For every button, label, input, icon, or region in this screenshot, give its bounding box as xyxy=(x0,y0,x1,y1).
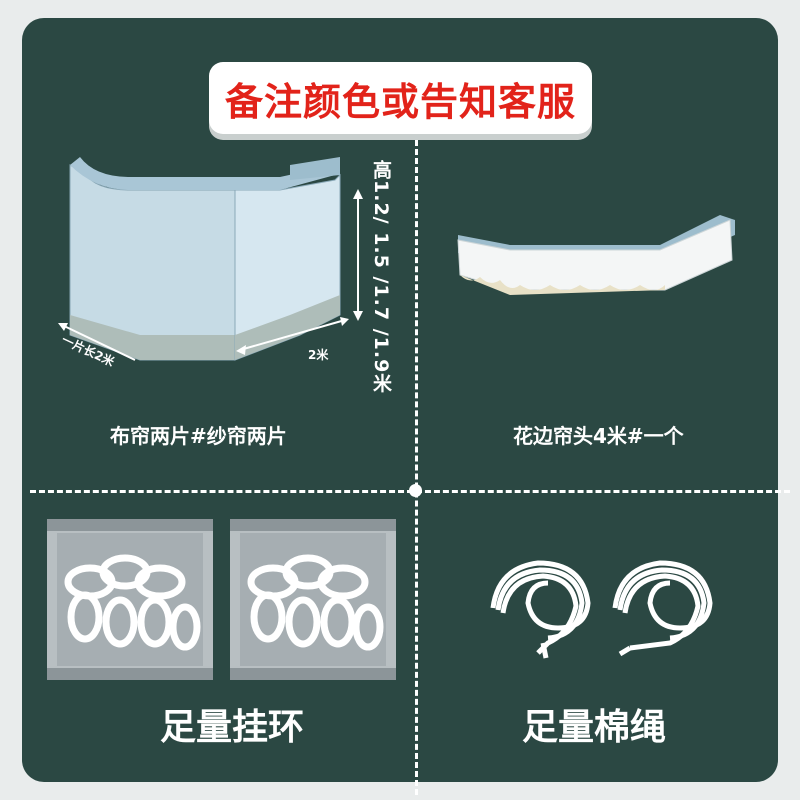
height-options-label: 高1.2/ 1.5 /1.7 /1.9米 xyxy=(370,160,392,394)
vertical-divider xyxy=(415,140,418,795)
divider-center-dot xyxy=(409,484,422,497)
rope-caption: 足量棉绳 xyxy=(522,707,667,748)
notice-text: 备注颜色或告知客服 xyxy=(224,79,576,124)
cotton-rope-coil-2 xyxy=(612,560,713,657)
curtain-panels-illustration xyxy=(58,157,363,361)
curtain-hooks-packet-1 xyxy=(47,519,213,680)
notice-banner: 备注颜色或告知客服 xyxy=(209,62,592,134)
curtain-caption: 布帘两片#纱帘两片 xyxy=(110,424,287,448)
valance-caption: 花边帘头4米#一个 xyxy=(513,424,684,448)
valance-illustration xyxy=(457,215,735,295)
cotton-rope-coil-1 xyxy=(490,560,591,659)
hooks-caption: 足量挂环 xyxy=(160,707,305,748)
curtain-hooks-packet-2 xyxy=(230,519,396,680)
panel-width-label: 2米 xyxy=(308,348,329,362)
